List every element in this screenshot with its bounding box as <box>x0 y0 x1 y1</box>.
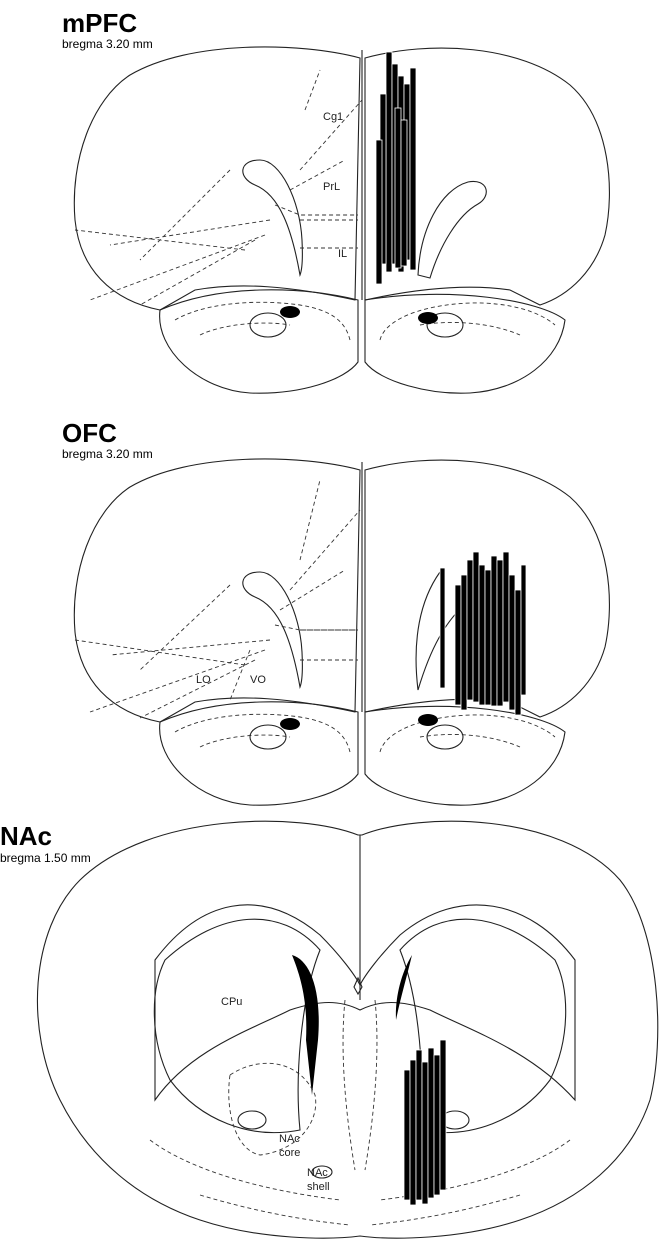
placement-bar <box>496 559 504 707</box>
placement-bar <box>409 67 417 271</box>
olfactory-bulb-right <box>364 705 566 806</box>
placement-bar <box>403 1069 411 1201</box>
panel-ofc: OFC bregma 3.20 mm LO VO <box>62 418 610 806</box>
region-label-cg1: Cg1 <box>323 111 343 123</box>
placement-bar <box>454 584 462 706</box>
right-hemisphere-outline <box>364 47 610 306</box>
nac-boundaries <box>149 999 571 1226</box>
panel-title-nac: NAc <box>0 821 52 851</box>
placement-bar <box>490 555 498 707</box>
olfactory-bulb-right <box>364 293 566 394</box>
placement-bars-mpfc <box>375 51 417 285</box>
placement-bar <box>385 51 393 273</box>
forceps-right <box>415 571 471 691</box>
islands-left <box>311 1165 333 1179</box>
placement-bar <box>400 119 408 267</box>
region-label-nac-core-1: NAc <box>279 1133 300 1145</box>
rostral-structure-left <box>249 312 287 338</box>
region-label-nac-shell-1: NAc <box>307 1167 328 1179</box>
olfactory-bulb-left <box>159 289 359 394</box>
placement-bar <box>466 559 474 701</box>
placement-bar <box>439 567 446 689</box>
placement-bar <box>421 1061 429 1205</box>
rostral-structure-right <box>426 312 464 338</box>
ventral-boundaries <box>174 713 556 753</box>
lateral-ventricle-right <box>418 312 438 324</box>
placement-bar <box>439 1039 447 1191</box>
rostral-structure-right <box>426 724 464 750</box>
cortical-boundaries-left <box>74 479 361 719</box>
region-label-nac-shell-2: shell <box>307 1181 330 1193</box>
placement-bar <box>508 574 516 711</box>
placement-bar <box>478 564 486 706</box>
placement-bar <box>502 551 510 703</box>
region-label-cpu: CPu <box>221 996 242 1008</box>
placement-bar <box>460 574 468 711</box>
forceps-left <box>242 571 303 689</box>
panel-title-ofc: OFC <box>62 418 117 448</box>
region-label-prl: PrL <box>323 181 340 193</box>
lateral-ventricle-left <box>280 306 300 318</box>
placement-bar <box>433 1054 441 1196</box>
region-label-il: IL <box>338 248 347 260</box>
forceps-left <box>242 159 303 277</box>
olfactory-bulb-left <box>159 701 359 806</box>
placement-bar <box>409 1059 417 1206</box>
lateral-ventricle-left <box>292 955 319 1095</box>
brain-outline <box>36 820 659 1239</box>
left-hemisphere-outline <box>73 46 361 311</box>
forceps-right <box>417 180 487 279</box>
region-label-nac-core-2: core <box>279 1147 300 1159</box>
panel-subtitle-mpfc: bregma 3.20 mm <box>62 37 153 51</box>
panel-nac: NAc bregma 1.50 mm CPu NAc core NAc shel… <box>0 820 659 1239</box>
placement-bar <box>472 551 480 703</box>
panel-title-mpfc: mPFC <box>62 8 137 38</box>
placement-bar <box>514 589 522 716</box>
placement-bar <box>427 1047 435 1199</box>
lateral-ventricle-left <box>280 718 300 730</box>
ventral-boundaries <box>174 301 556 341</box>
placement-bars-nac <box>403 1039 447 1206</box>
placement-bar <box>415 1049 423 1201</box>
panel-subtitle-ofc: bregma 3.20 mm <box>62 447 153 461</box>
anterior-commissure-left <box>237 1110 267 1130</box>
midline-marker <box>353 976 363 996</box>
lateral-ventricle-right <box>418 714 438 726</box>
corpus-callosum <box>154 904 576 1102</box>
placement-bars-ofc <box>439 551 527 716</box>
panel-mpfc: mPFC bregma 3.20 mm Cg1 PrL IL <box>62 8 610 394</box>
region-label-lo: LO <box>196 674 211 686</box>
cortical-boundaries-left <box>74 69 363 306</box>
placement-bar <box>394 107 402 269</box>
placement-bar <box>520 564 527 696</box>
left-hemisphere-outline <box>73 458 361 723</box>
placement-bar <box>484 569 492 706</box>
panel-subtitle-nac: bregma 1.50 mm <box>0 851 91 865</box>
region-label-vo: VO <box>250 674 266 686</box>
striatum-left <box>153 918 321 1134</box>
lateral-ventricle-right <box>395 955 412 1020</box>
placement-bar <box>375 139 383 285</box>
rostral-structure-left <box>249 724 287 750</box>
